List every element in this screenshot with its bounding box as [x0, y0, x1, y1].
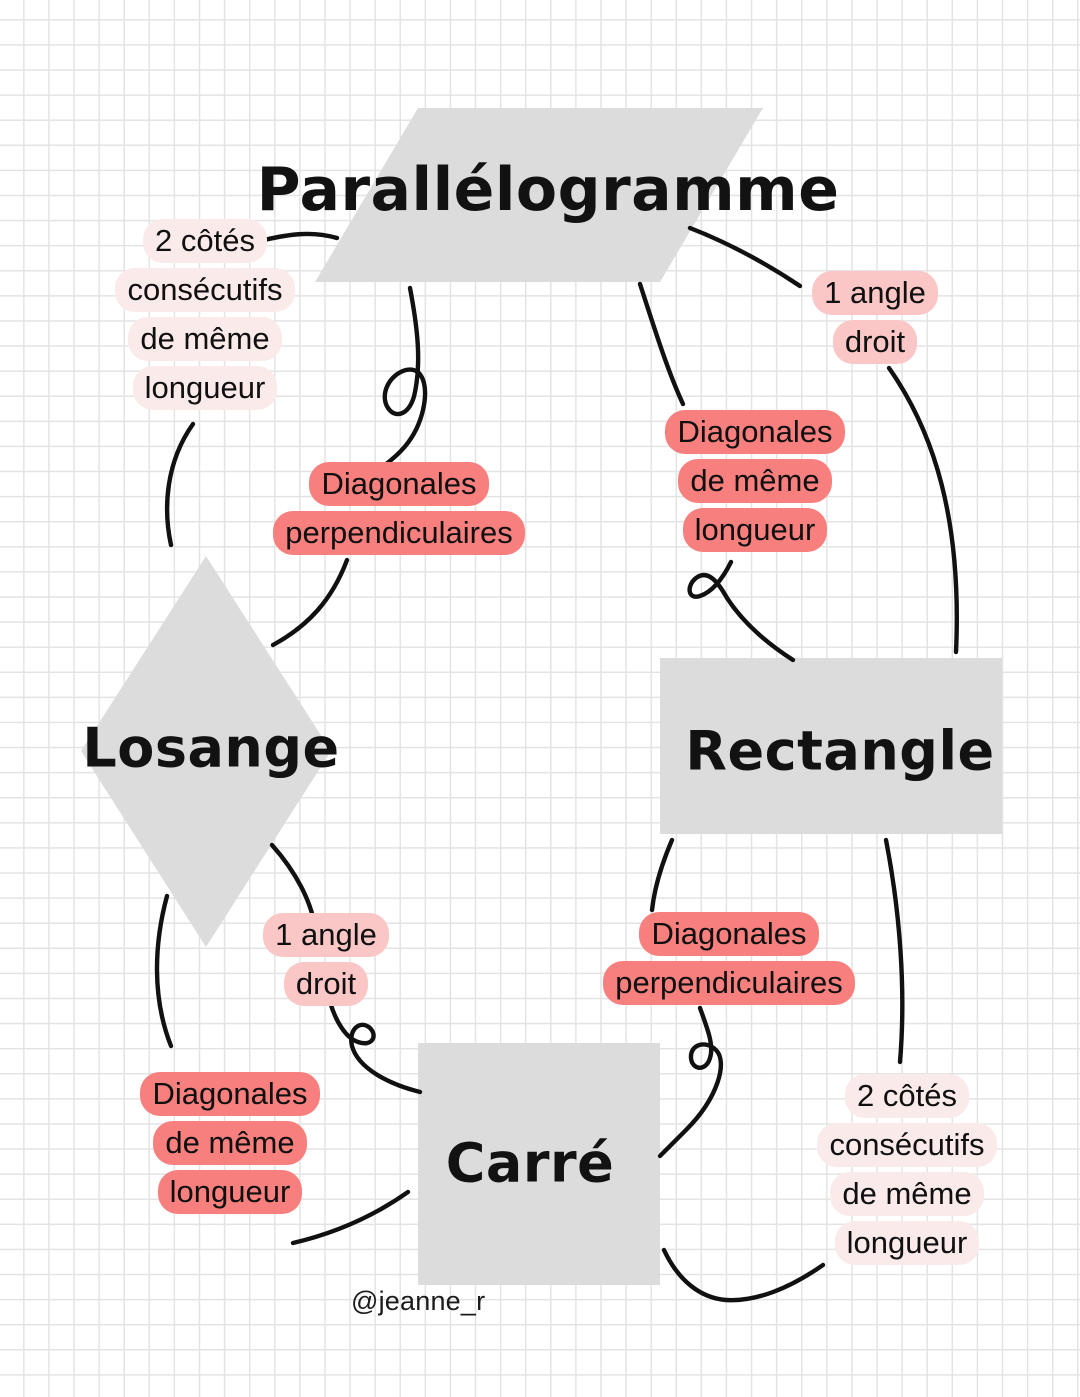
note-line: consécutifs: [115, 268, 295, 312]
note-2-cotes-consecutifs-top-left: 2 côtés consécutifs de même longueur: [104, 219, 306, 410]
shape-label-parallelogram: Parallélogramme: [256, 155, 840, 225]
shape-label-losange: Losange: [82, 716, 340, 780]
connector-2cotes-lower-to-carre: [661, 1247, 826, 1303]
connector-rectangle-to-diag-perp-lower: [649, 837, 675, 913]
shape-label-carre: Carré: [445, 1131, 615, 1195]
note-diagonales-de-meme-longueur-upper: Diagonales de même longueur: [653, 410, 857, 552]
note-line: Diagonales: [309, 462, 489, 506]
connector-angle-droit-to-carre: [327, 999, 423, 1095]
note-line: longueur: [132, 366, 278, 410]
note-line: 1 angle: [812, 271, 938, 315]
connector-2cotes-to-losange: [164, 421, 196, 548]
note-line: longueur: [682, 508, 828, 552]
connector-diag-perp-to-losange: [270, 557, 350, 648]
note-line: de même: [678, 459, 832, 503]
note-line: Diagonales: [639, 912, 819, 956]
note-line: longueur: [157, 1170, 303, 1214]
connector-parallelogram-to-angle-droit: [687, 225, 803, 289]
note-line: droit: [283, 962, 369, 1006]
note-line: 1 angle: [263, 913, 389, 957]
note-diagonales-perpendiculaires-upper: Diagonales perpendiculaires: [248, 462, 550, 555]
connector-diag-same-to-rectangle: [687, 559, 796, 663]
note-line: de même: [128, 317, 282, 361]
connector-losange-to-diag-same-lower: [154, 893, 174, 1049]
note-line: de même: [153, 1121, 307, 1165]
connector-diag-perp-lower-to-carre: [657, 1005, 724, 1159]
note-line: droit: [832, 320, 918, 364]
note-line: longueur: [834, 1221, 980, 1265]
connector-parallelogram-to-diag-same: [637, 281, 686, 407]
note-diagonales-de-meme-longueur-lower: Diagonales de même longueur: [130, 1072, 330, 1214]
note-line: de même: [830, 1172, 984, 1216]
note-line: consécutifs: [817, 1123, 997, 1167]
note-line: Diagonales: [140, 1072, 320, 1116]
note-1-angle-droit-top-right: 1 angle droit: [801, 271, 949, 364]
connector-rectangle-to-2cotes-lower: [883, 837, 905, 1065]
shape-label-rectangle: Rectangle: [685, 719, 995, 783]
note-1-angle-droit-lower: 1 angle droit: [253, 913, 399, 1006]
note-line: 2 côtés: [143, 219, 267, 263]
note-line: 2 côtés: [845, 1074, 969, 1118]
author-signature: @jeanne_r: [351, 1286, 486, 1316]
note-2-cotes-consecutifs-bottom-right: 2 côtés consécutifs de même longueur: [806, 1074, 1008, 1265]
note-line: perpendiculaires: [603, 961, 855, 1005]
connector-angle-droit-to-rectangle: [886, 365, 959, 655]
note-line: perpendiculaires: [273, 511, 525, 555]
note-line: Diagonales: [665, 410, 845, 454]
note-diagonales-perpendiculaires-lower: Diagonales perpendiculaires: [578, 912, 880, 1005]
connector-parallelogram-to-diag-perp: [375, 285, 428, 473]
